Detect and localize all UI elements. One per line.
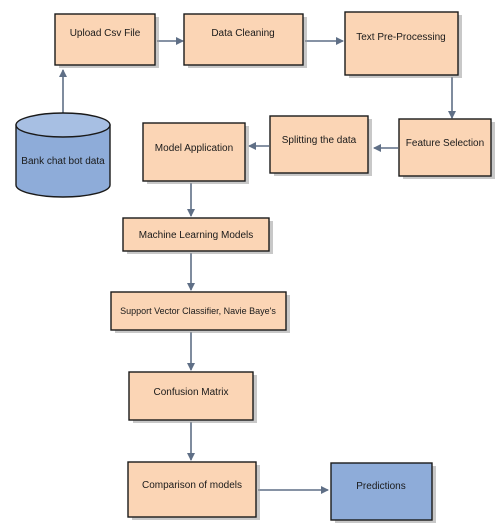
node-label-machine-learning-models: Machine Learning Models — [139, 230, 254, 241]
node-machine-learning-models: Machine Learning Models — [122, 217, 273, 254]
node-label-comparison-of-models: Comparison of models — [142, 480, 242, 491]
node-predictions: Predictions — [330, 462, 436, 523]
node-splitting-the-data: Splitting the data — [269, 115, 372, 176]
node-label-splitting-the-data: Splitting the data — [282, 135, 357, 146]
connectors — [59, 37, 456, 494]
node-label-text-preprocessing: Text Pre-Processing — [356, 32, 445, 43]
data-source-cylinder: Bank chat bot data — [15, 112, 111, 198]
node-text-preprocessing: Text Pre-Processing — [344, 11, 462, 78]
node-upload-csv-file: Upload Csv File — [54, 13, 159, 68]
node-label-predictions: Predictions — [356, 481, 405, 492]
node-label-data-cleaning: Data Cleaning — [211, 28, 274, 39]
node-label-upload-csv-file: Upload Csv File — [70, 28, 141, 39]
node-label-bank-chat-bot-data: Bank chat bot data — [21, 156, 105, 167]
node-confusion-matrix: Confusion Matrix — [128, 371, 257, 423]
node-data-cleaning: Data Cleaning — [183, 13, 307, 68]
node-feature-selection: Feature Selection — [398, 118, 495, 179]
node-model-application: Model Application — [142, 122, 249, 184]
node-label-model-application: Model Application — [155, 143, 233, 154]
node-label-confusion-matrix: Confusion Matrix — [153, 387, 228, 398]
node-label-svc-naive-bayes: Support Vector Classifier, Navie Baye's — [120, 306, 276, 316]
node-label-feature-selection: Feature Selection — [406, 138, 484, 149]
node-svc-naive-bayes: Support Vector Classifier, Navie Baye's — [110, 291, 290, 333]
node-comparison-of-models: Comparison of models — [127, 461, 260, 520]
